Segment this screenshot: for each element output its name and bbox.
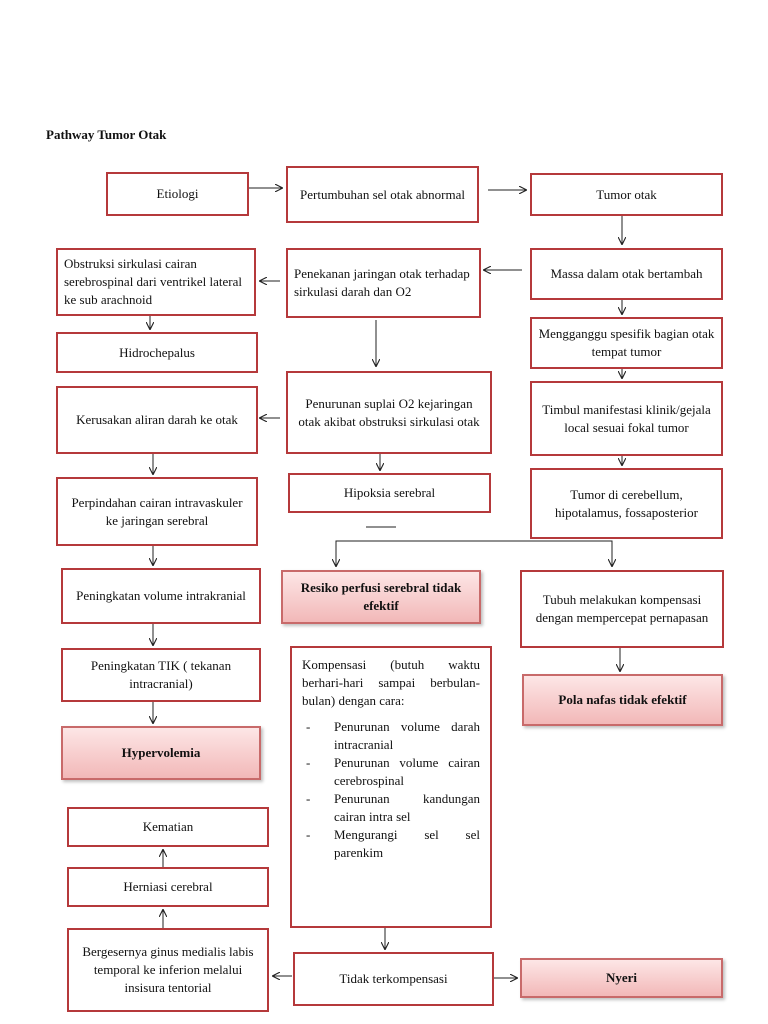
- box-tubuh-kompensasi: Tubuh melakukan kompensasi dengan memper…: [520, 570, 724, 648]
- box-kematian: Kematian: [67, 807, 269, 847]
- box-hypervolemia: Hypervolemia: [61, 726, 261, 780]
- kompensasi-item: Penurunan volume darah intracranial: [302, 718, 480, 754]
- box-pola-nafas: Pola nafas tidak efektif: [522, 674, 723, 726]
- box-bergesernya: Bergesernya ginus medialis labis tempora…: [67, 928, 269, 1012]
- box-kerusakan-aliran: Kerusakan aliran darah ke otak: [56, 386, 258, 454]
- box-perpindahan-cairan: Perpindahan cairan intravaskuler ke jari…: [56, 477, 258, 546]
- box-tidak-terkompensasi: Tidak terkompensasi: [293, 952, 494, 1006]
- box-pertumbuhan-sel: Pertumbuhan sel otak abnormal: [286, 166, 479, 223]
- box-tumor-cerebellum: Tumor di cerebellum, hipotalamus, fossap…: [530, 468, 723, 539]
- box-penurunan-suplai: Penurunan suplai O2 kejaringan otak akib…: [286, 371, 492, 454]
- box-penekanan: Penekanan jaringan otak terhadap sirkula…: [286, 248, 481, 318]
- kompensasi-intro: Kompensasi (butuh waktu berhari-hari sam…: [302, 657, 480, 708]
- kompensasi-item: Penurunan volume cairan cerebrospinal: [302, 754, 480, 790]
- box-kompensasi: Kompensasi (butuh waktu berhari-hari sam…: [290, 646, 492, 928]
- box-tumor-otak: Tumor otak: [530, 173, 723, 216]
- box-massa: Massa dalam otak bertambah: [530, 248, 723, 300]
- bracket-line: [335, 540, 613, 544]
- kompensasi-item: Mengurangi sel sel parenkim: [302, 826, 480, 862]
- box-obstruksi: Obstruksi sirkulasi cairan serebrospinal…: [56, 248, 256, 316]
- box-peningkatan-tik: Peningkatan TIK ( tekanan intracranial): [61, 648, 261, 702]
- box-etiologi: Etiologi: [106, 172, 249, 216]
- box-resiko-perfusi: Resiko perfusi serebral tidak efektif: [281, 570, 481, 624]
- box-hidrochepalus: Hidrochepalus: [56, 332, 258, 373]
- diagram-title: Pathway Tumor Otak: [46, 127, 167, 142]
- box-mengganggu: Mengganggu spesifik bagian otak tempat t…: [530, 317, 723, 369]
- kompensasi-list: Penurunan volume darah intracranial Penu…: [302, 718, 480, 862]
- box-timbul-manifestasi: Timbul manifestasi klinik/gejala local s…: [530, 381, 723, 456]
- kompensasi-item: Penurunan kandungan cairan intra sel: [302, 790, 480, 826]
- box-nyeri: Nyeri: [520, 958, 723, 998]
- box-herniasi: Herniasi cerebral: [67, 867, 269, 907]
- box-hipoksia: Hipoksia serebral: [288, 473, 491, 513]
- box-peningkatan-volume: Peningkatan volume intrakranial: [61, 568, 261, 624]
